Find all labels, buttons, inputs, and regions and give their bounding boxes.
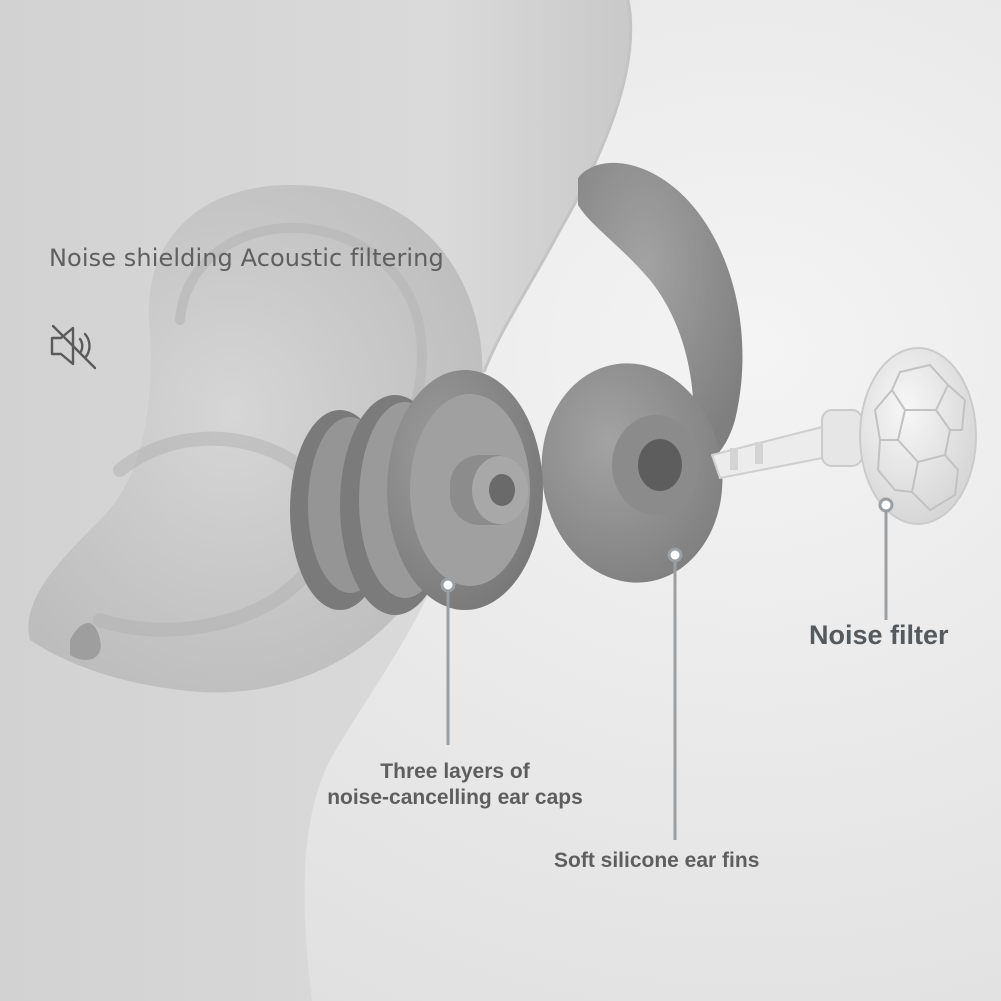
callout-lines — [440, 497, 894, 840]
ear-caps-label: Three layers of noise-cancelling ear cap… — [300, 759, 610, 811]
ear-fins-label: Soft silicone ear fins — [554, 849, 760, 872]
callout-dot-caps — [440, 577, 456, 593]
ear-caps-label-line1: Three layers of — [380, 760, 530, 783]
callout-dot-filter — [878, 497, 894, 513]
ear-fin-shape — [578, 162, 743, 464]
ear-caps-label-line2: noise-cancelling ear caps — [327, 786, 583, 810]
noise-filter-label: Noise filter — [809, 620, 949, 650]
headline: Noise shielding Acoustic filtering — [49, 244, 444, 272]
callout-dot-fins — [667, 547, 683, 563]
speaker-muted-icon — [50, 324, 97, 370]
